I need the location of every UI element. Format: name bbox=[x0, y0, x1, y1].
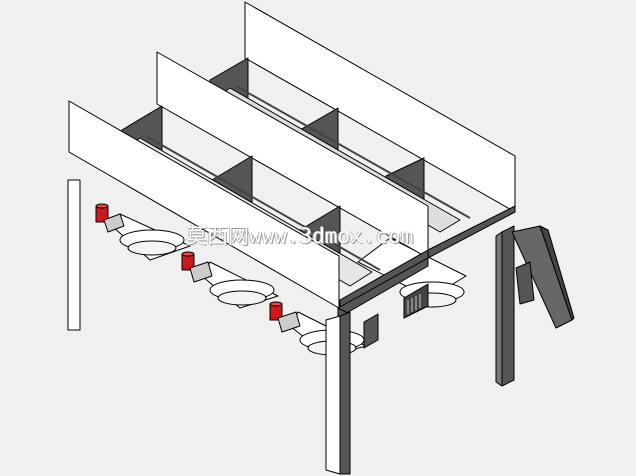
valve-3 bbox=[269, 301, 301, 333]
rear-trough-rail bbox=[235, 85, 471, 219]
front-trough-rail bbox=[145, 135, 381, 271]
valve-2 bbox=[181, 251, 213, 283]
front-left-leg bbox=[67, 179, 81, 331]
valve-1 bbox=[95, 203, 125, 233]
rear-right-leg bbox=[495, 225, 515, 387]
front-frame bbox=[325, 257, 429, 475]
front-hopper-1 bbox=[111, 213, 191, 261]
watermark-text: 莫西网www.3dmox.com bbox=[186, 224, 414, 248]
middle-frame bbox=[339, 205, 516, 319]
front-hopper-2 bbox=[201, 261, 279, 309]
front-panel bbox=[68, 100, 340, 309]
discharge-chute bbox=[511, 225, 575, 329]
